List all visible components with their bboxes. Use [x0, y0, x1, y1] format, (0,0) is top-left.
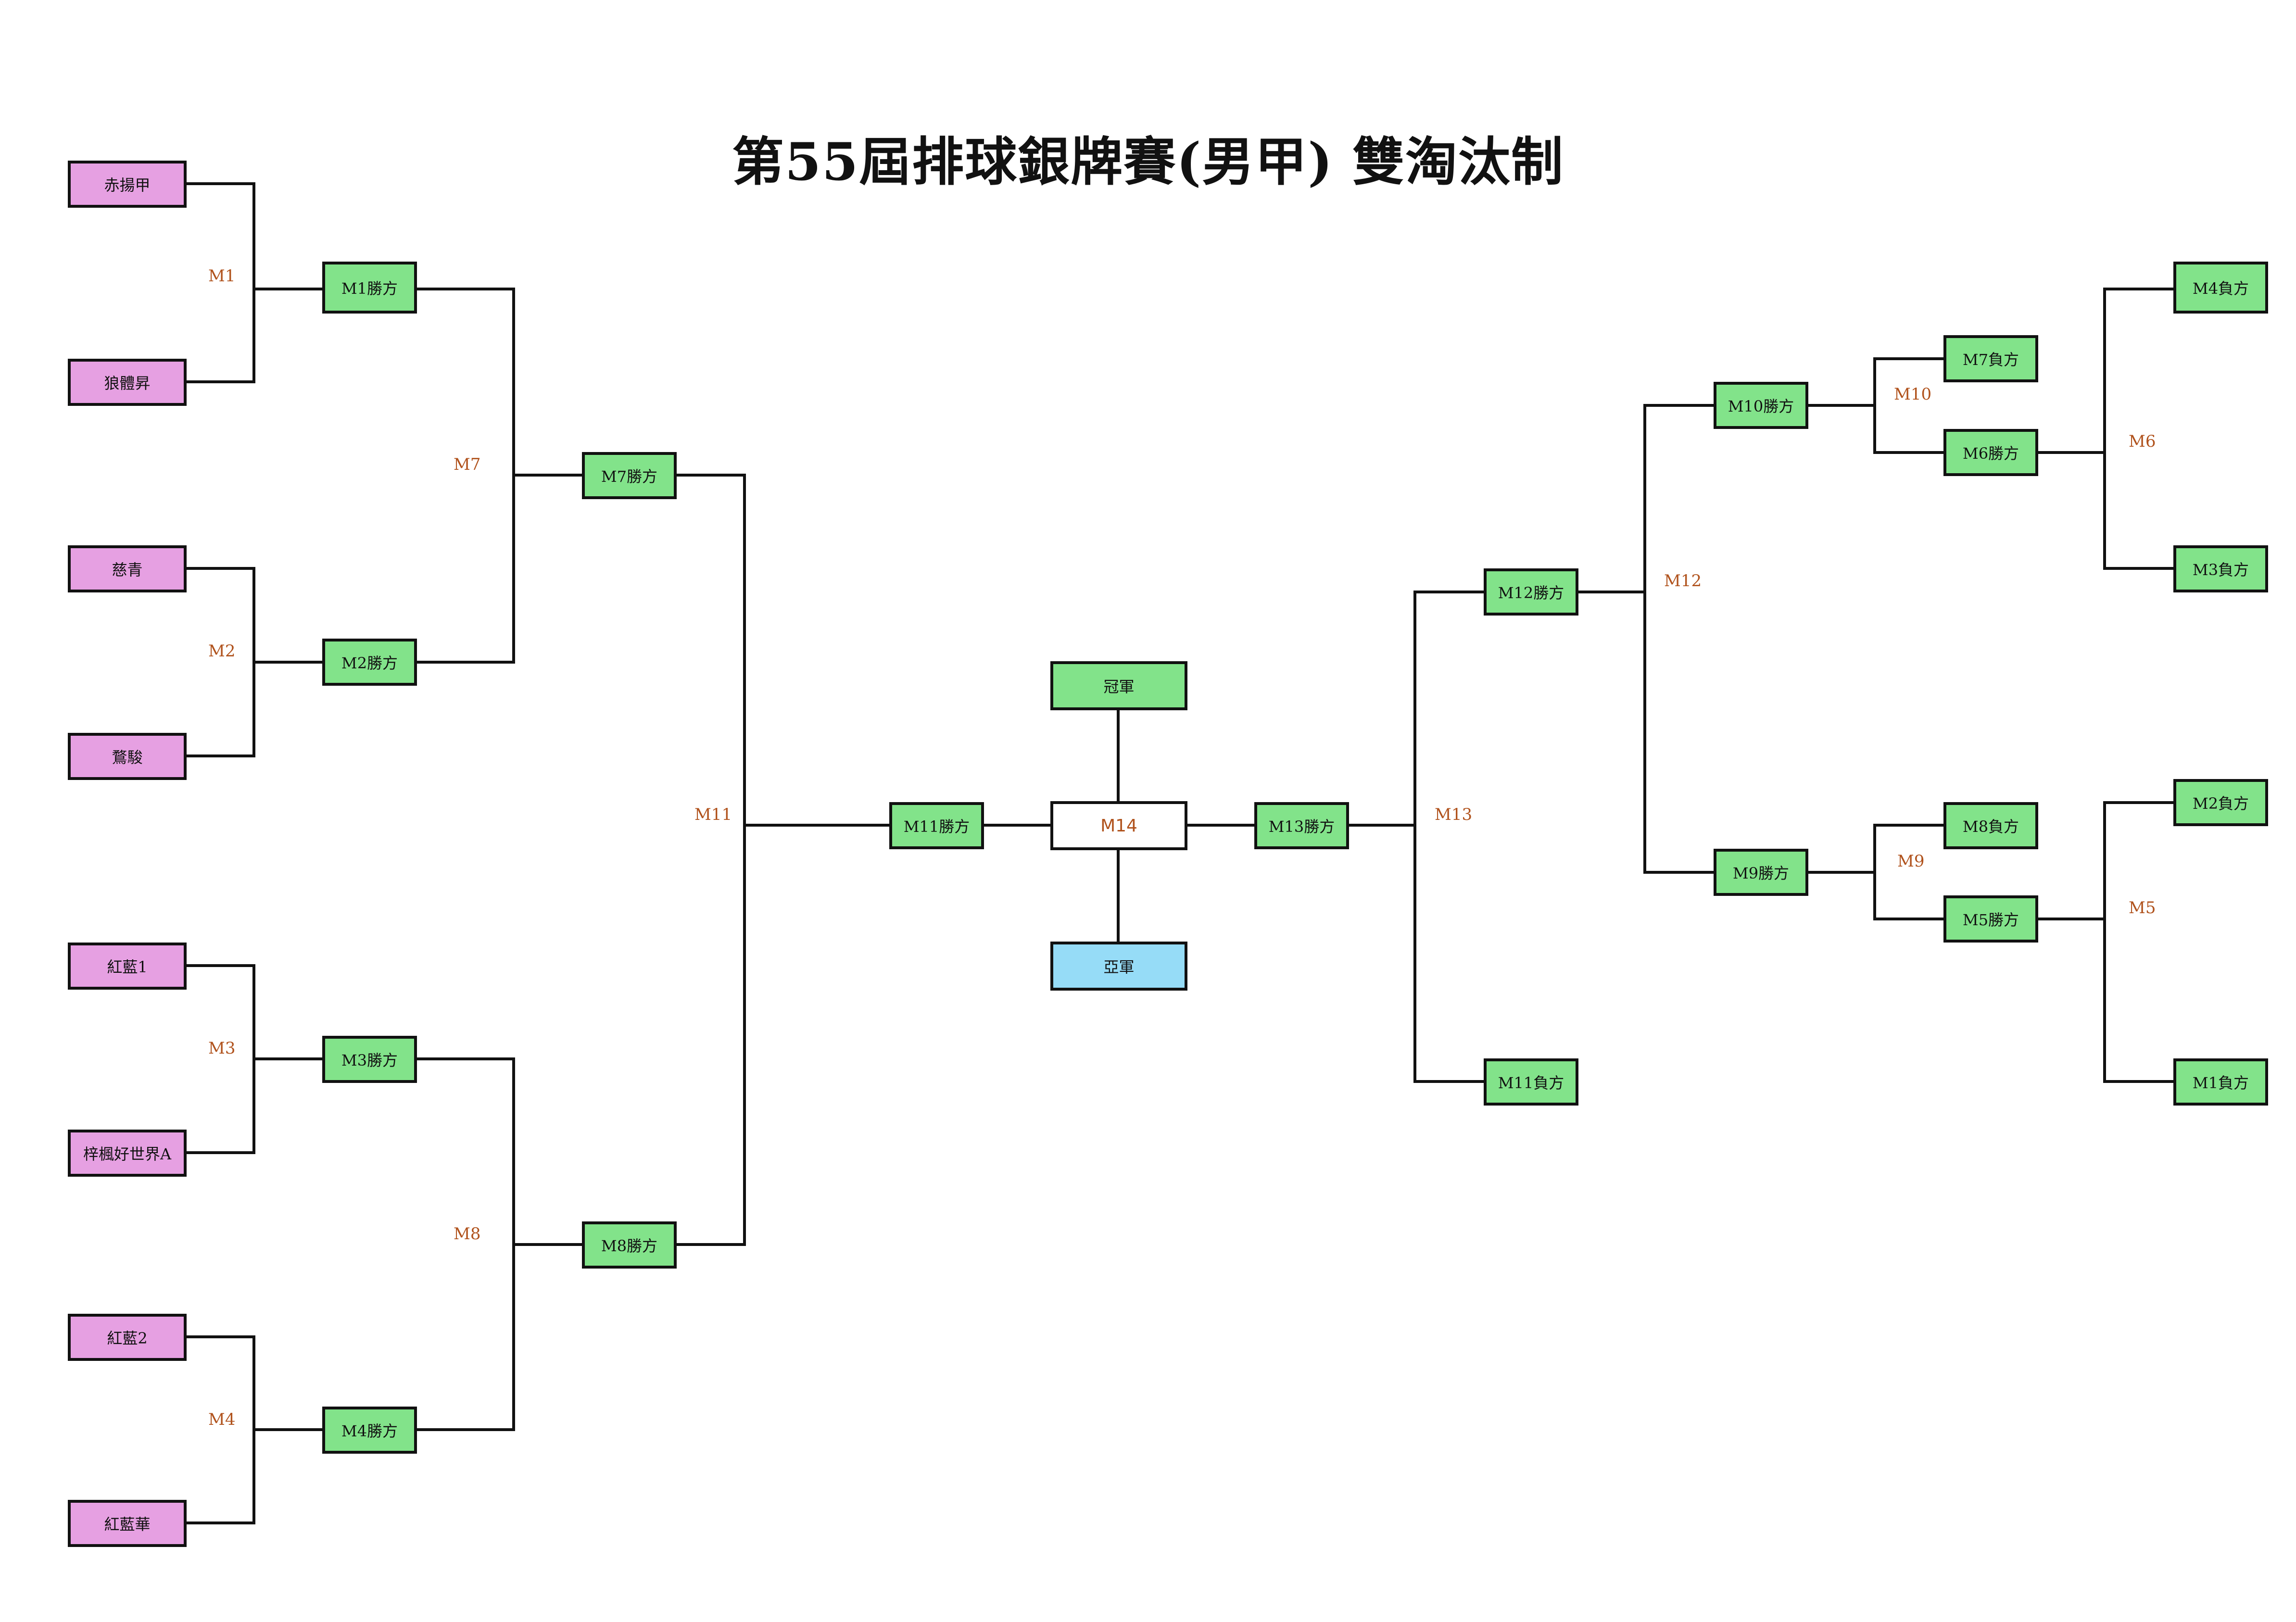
connector-m6: [2103, 288, 2173, 570]
connector-m11: [676, 474, 746, 1246]
m2-loser-box: M2負方: [2173, 779, 2268, 826]
match-label-m12: M12: [1664, 571, 1702, 591]
final-match-box: M14: [1050, 801, 1187, 850]
connector-m13: [1413, 591, 1484, 1083]
connector-m8: [416, 1057, 515, 1431]
m8-winner-box: M8勝方: [582, 1221, 677, 1269]
connector-m3: [185, 964, 255, 1154]
match-label-m6: M6: [2129, 432, 2156, 451]
team-box-3: 慈青: [68, 545, 187, 592]
m3-loser-box: M3負方: [2173, 545, 2268, 592]
team-box-4: 鶩駿: [68, 733, 187, 780]
connector-m12: [1643, 404, 1714, 874]
connector-m4: [185, 1335, 255, 1524]
connector-m5: [2103, 801, 2173, 1083]
bracket-title: 第55屆排球銀牌賽(男甲) 雙淘汰制: [732, 132, 1564, 192]
m10-winner-box: M10勝方: [1714, 382, 1808, 429]
m2-winner-box: M2勝方: [322, 639, 417, 686]
team-box-8: 紅藍華: [68, 1500, 187, 1547]
match-label-m2: M2: [208, 641, 236, 661]
m11-winner-box: M11勝方: [889, 802, 984, 849]
match-label-m9: M9: [1897, 852, 1925, 871]
match-label-m3: M3: [208, 1039, 236, 1058]
m13-winner-box: M13勝方: [1254, 802, 1349, 849]
connector-m7: [416, 288, 515, 664]
m4-loser-box: M4負方: [2173, 262, 2268, 314]
m5-winner-box: M5勝方: [1943, 895, 2038, 943]
m7-winner-box: M7勝方: [582, 452, 677, 499]
connector-m10: [1873, 357, 1943, 454]
m12-winner-box: M12勝方: [1484, 568, 1578, 616]
m11-loser-box: M11負方: [1484, 1058, 1578, 1106]
champion-box: 冠軍: [1050, 661, 1187, 710]
team-box-7: 紅藍2: [68, 1314, 187, 1361]
team-box-5: 紅藍1: [68, 943, 187, 990]
match-label-m7: M7: [454, 455, 481, 474]
runner-up-box: 亞軍: [1050, 942, 1187, 991]
m6-winner-box: M6勝方: [1943, 429, 2038, 476]
match-label-m13: M13: [1435, 805, 1473, 824]
team-box-2: 狼體昇: [68, 359, 187, 406]
m7-loser-box: M7負方: [1943, 335, 2038, 382]
match-label-m8: M8: [454, 1224, 481, 1244]
team-box-6: 梓楓好世界A: [68, 1130, 187, 1177]
team-box-1: 赤揚甲: [68, 161, 187, 208]
match-label-m5: M5: [2129, 898, 2156, 918]
match-label-m1: M1: [208, 266, 236, 286]
m9-winner-box: M9勝方: [1714, 849, 1808, 896]
connector-m2: [185, 567, 255, 757]
m8-loser-box: M8負方: [1943, 802, 2038, 849]
connector-m9: [1873, 824, 1943, 920]
connector-m1: [185, 182, 255, 383]
match-label-m4: M4: [208, 1410, 236, 1429]
match-label-m11: M11: [694, 805, 732, 824]
m4-winner-box: M4勝方: [322, 1407, 417, 1454]
m1-winner-box: M1勝方: [322, 262, 417, 314]
m3-winner-box: M3勝方: [322, 1036, 417, 1083]
match-label-m10: M10: [1894, 385, 1932, 404]
m1-loser-box: M1負方: [2173, 1058, 2268, 1106]
